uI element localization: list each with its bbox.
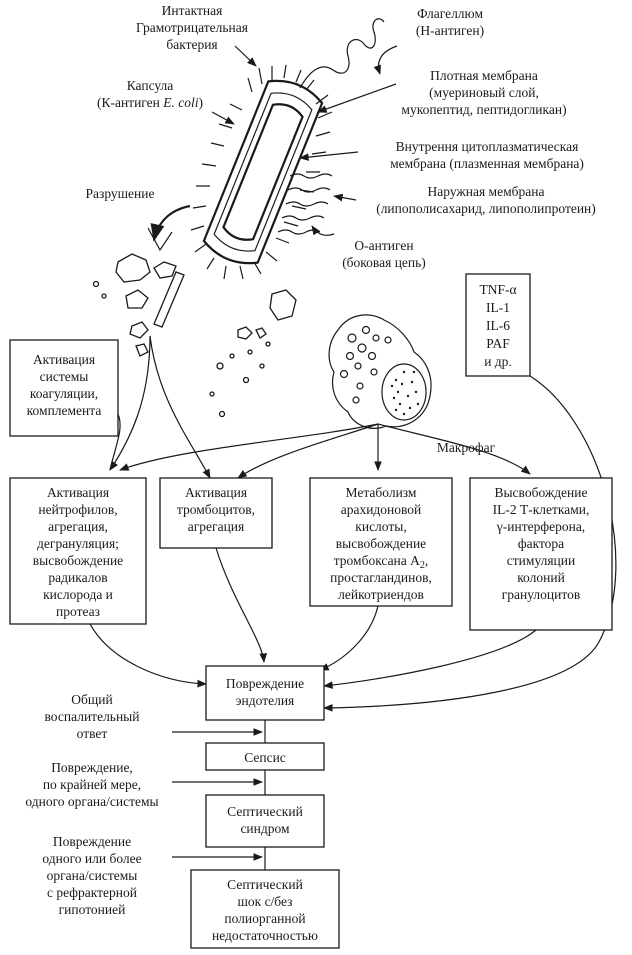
arach-line7: лейкотриендов — [338, 587, 424, 602]
septic-shock-box — [190, 869, 340, 949]
cytokine-il6: IL-6 — [486, 318, 510, 333]
coag-line3: коагуляции, — [30, 386, 98, 401]
il2-release-box — [469, 477, 613, 631]
damage-multi-line4: с рефрактерной — [47, 885, 137, 900]
outer-membrane-label: Наружная мембрана — [428, 184, 545, 199]
bacterium-title-line1: Интактная — [162, 3, 223, 18]
arach-line1: Метаболизм — [346, 485, 417, 500]
general-response-line2: воспалительный — [45, 709, 140, 724]
septic-syndrome-box — [205, 794, 325, 848]
release-line5: стимуляции — [507, 553, 575, 568]
platelet-line2: тромбоцитов, — [177, 502, 255, 517]
septic-shock-line2: шок с/без — [237, 894, 292, 909]
septic-syndrome-line1: Септический — [227, 804, 303, 819]
damage-multi-line3: органа/системы — [47, 868, 138, 883]
inner-membrane-label: Внутрення цитоплазматическая — [396, 139, 579, 154]
platelet-line1: Активация — [185, 485, 247, 500]
cytokine-tnf: TNF-α — [479, 282, 516, 297]
damage-one-line2: по крайней мере, — [43, 777, 141, 792]
endothelium-damage-box — [205, 665, 325, 721]
o-antigen-label: О-антиген — [354, 238, 413, 253]
coag-line2: системы — [40, 369, 89, 384]
release-line7: гранулоцитов — [502, 587, 580, 602]
arach-line3: кислоты, — [355, 519, 406, 534]
release-line4: фактора — [518, 536, 564, 551]
neutro-line6: радикалов — [48, 570, 107, 585]
neutrophil-activation-box — [9, 477, 147, 625]
release-line2: IL-2 Т-клетками, — [493, 502, 590, 517]
coagulation-activation-box — [9, 339, 119, 437]
general-response-line1: Общий — [71, 692, 112, 707]
macrophage-illustration — [328, 314, 432, 429]
inner-membrane-detail: мембрана (плазменная мембрана) — [390, 156, 584, 171]
endothelium-line1: Повреждение — [226, 676, 304, 691]
bacterium-title-line3: бактерия — [166, 37, 217, 52]
cytokine-etc: и др. — [484, 354, 512, 369]
release-line3: γ-интерферона, — [496, 519, 585, 534]
release-line1: Высвобождение — [494, 485, 587, 500]
endothelium-line2: эндотелия — [236, 693, 295, 708]
destruction-label: Разрушение — [86, 186, 155, 201]
neutro-line3: агрегация, — [48, 519, 108, 534]
dense-membrane-label: Плотная мембрана — [430, 68, 538, 83]
damage-one-line3: одного органа/системы — [25, 794, 158, 809]
cytokine-il1: IL-1 — [486, 300, 510, 315]
arach-line6: простагландинов, — [330, 570, 432, 585]
arachidonic-acid-box — [309, 477, 453, 607]
damage-multi-line5: гипотонией — [59, 902, 126, 917]
neutro-line4: дегрануляция; — [37, 536, 119, 551]
macrophage-label: Макрофаг — [437, 440, 496, 455]
dense-membrane-detail-2: мукопептид, пептидогликан) — [401, 102, 566, 117]
septic-shock-line1: Септический — [227, 877, 303, 892]
release-line6: колоний — [517, 570, 565, 585]
cytokines-box — [465, 273, 531, 377]
platelet-activation-box — [159, 477, 273, 549]
neutro-line2: нейтрофилов, — [38, 502, 117, 517]
sepsis-box — [205, 742, 325, 771]
neutro-line8: протеаз — [56, 604, 100, 619]
septic-syndrome-line2: синдром — [240, 821, 290, 836]
cytokine-paf: PAF — [486, 336, 510, 351]
flagellum-antigen-label: (Н-антиген) — [416, 23, 484, 38]
connectors — [89, 45, 617, 870]
septic-shock-line3: полиорганной — [224, 911, 305, 926]
platelet-line3: агрегация — [188, 519, 244, 534]
o-antigen-detail: (боковая цепь) — [342, 255, 426, 270]
damage-multi-line2: одного или более — [42, 851, 141, 866]
bacterium-illustration — [147, 18, 385, 280]
septic-shock-line4: недостаточностью — [212, 928, 318, 943]
neutro-line1: Активация — [47, 485, 109, 500]
outer-membrane-detail: (липополисахарид, липополипротеин) — [376, 201, 596, 216]
arach-line5: тромбоксана A2, — [334, 553, 429, 571]
capsule-antigen-label: (К-антиген E. coli) — [97, 95, 203, 110]
dense-membrane-detail-1: (муериновый слой, — [429, 85, 539, 100]
flagellum-label: Флагеллюм — [417, 6, 483, 21]
sepsis-label: Сепсис — [244, 750, 286, 765]
neutro-line7: кислорода и — [43, 587, 113, 602]
general-response-line3: ответ — [77, 726, 108, 741]
coag-line4: комплемента — [27, 403, 102, 418]
arach-line4: высвобождение — [336, 536, 426, 551]
bacterium-title-line2: Грамотрицательная — [136, 20, 248, 35]
neutro-line5: высвобождение — [33, 553, 123, 568]
capsule-label: Капсула — [127, 78, 174, 93]
arach-line2: арахидоновой — [341, 502, 422, 517]
bacterial-fragments — [92, 253, 297, 418]
damage-one-line1: Повреждение, — [51, 760, 133, 775]
coag-line1: Активация — [33, 352, 95, 367]
damage-multi-line1: Повреждение — [53, 834, 131, 849]
